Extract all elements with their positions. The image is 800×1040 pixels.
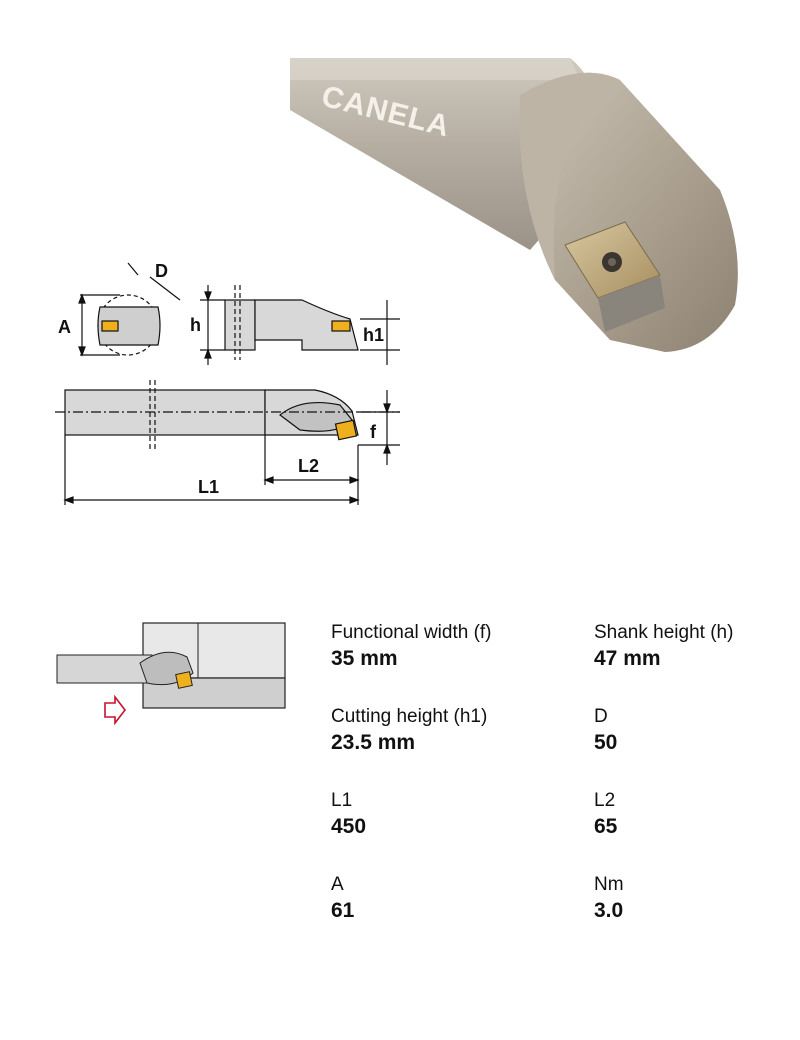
- dim-label-f: f: [370, 422, 377, 442]
- spec-value: 3.0: [594, 899, 624, 922]
- spec-shank-height: Shank height (h) 47 mm: [594, 622, 800, 672]
- application-illustration: [56, 622, 286, 726]
- spec-value: 35 mm: [331, 647, 398, 670]
- spec-l2: L2 65: [594, 790, 800, 840]
- spec-label: A: [331, 874, 344, 895]
- spec-value: 61: [331, 899, 355, 922]
- spec-value: 65: [594, 815, 618, 838]
- spec-l1: L1 450: [331, 790, 561, 840]
- spec-value: 50: [594, 731, 618, 754]
- spec-a: A 61: [331, 874, 561, 924]
- spec-label: Nm: [594, 874, 624, 895]
- spec-label: Functional width (f): [331, 622, 492, 643]
- dim-label-A: A: [58, 317, 71, 337]
- spec-functional-width: Functional width (f) 35 mm: [331, 622, 561, 672]
- spec-label: L2: [594, 790, 616, 811]
- spec-label: L1: [331, 790, 353, 811]
- dim-label-L1: L1: [198, 477, 219, 497]
- dim-label-L2: L2: [298, 456, 319, 476]
- spec-value: 23.5 mm: [331, 731, 416, 754]
- spec-cutting-height: Cutting height (h1) 23.5 mm: [331, 706, 561, 756]
- product-photo: CANELA: [290, 58, 738, 353]
- spec-d: D 50: [594, 706, 800, 756]
- spec-label: D: [594, 706, 608, 727]
- dim-label-h: h: [190, 315, 201, 335]
- technical-drawing: D A h h1 f L2 L1: [55, 261, 400, 505]
- feed-direction-arrow-icon: [104, 694, 127, 726]
- dim-label-h1: h1: [363, 325, 384, 345]
- spec-nm: Nm 3.0: [594, 874, 800, 924]
- spec-value: 450: [331, 815, 367, 838]
- spec-label: Cutting height (h1): [331, 706, 488, 727]
- dim-label-D: D: [155, 261, 168, 281]
- spec-label: Shank height (h): [594, 622, 734, 643]
- spec-value: 47 mm: [594, 647, 661, 670]
